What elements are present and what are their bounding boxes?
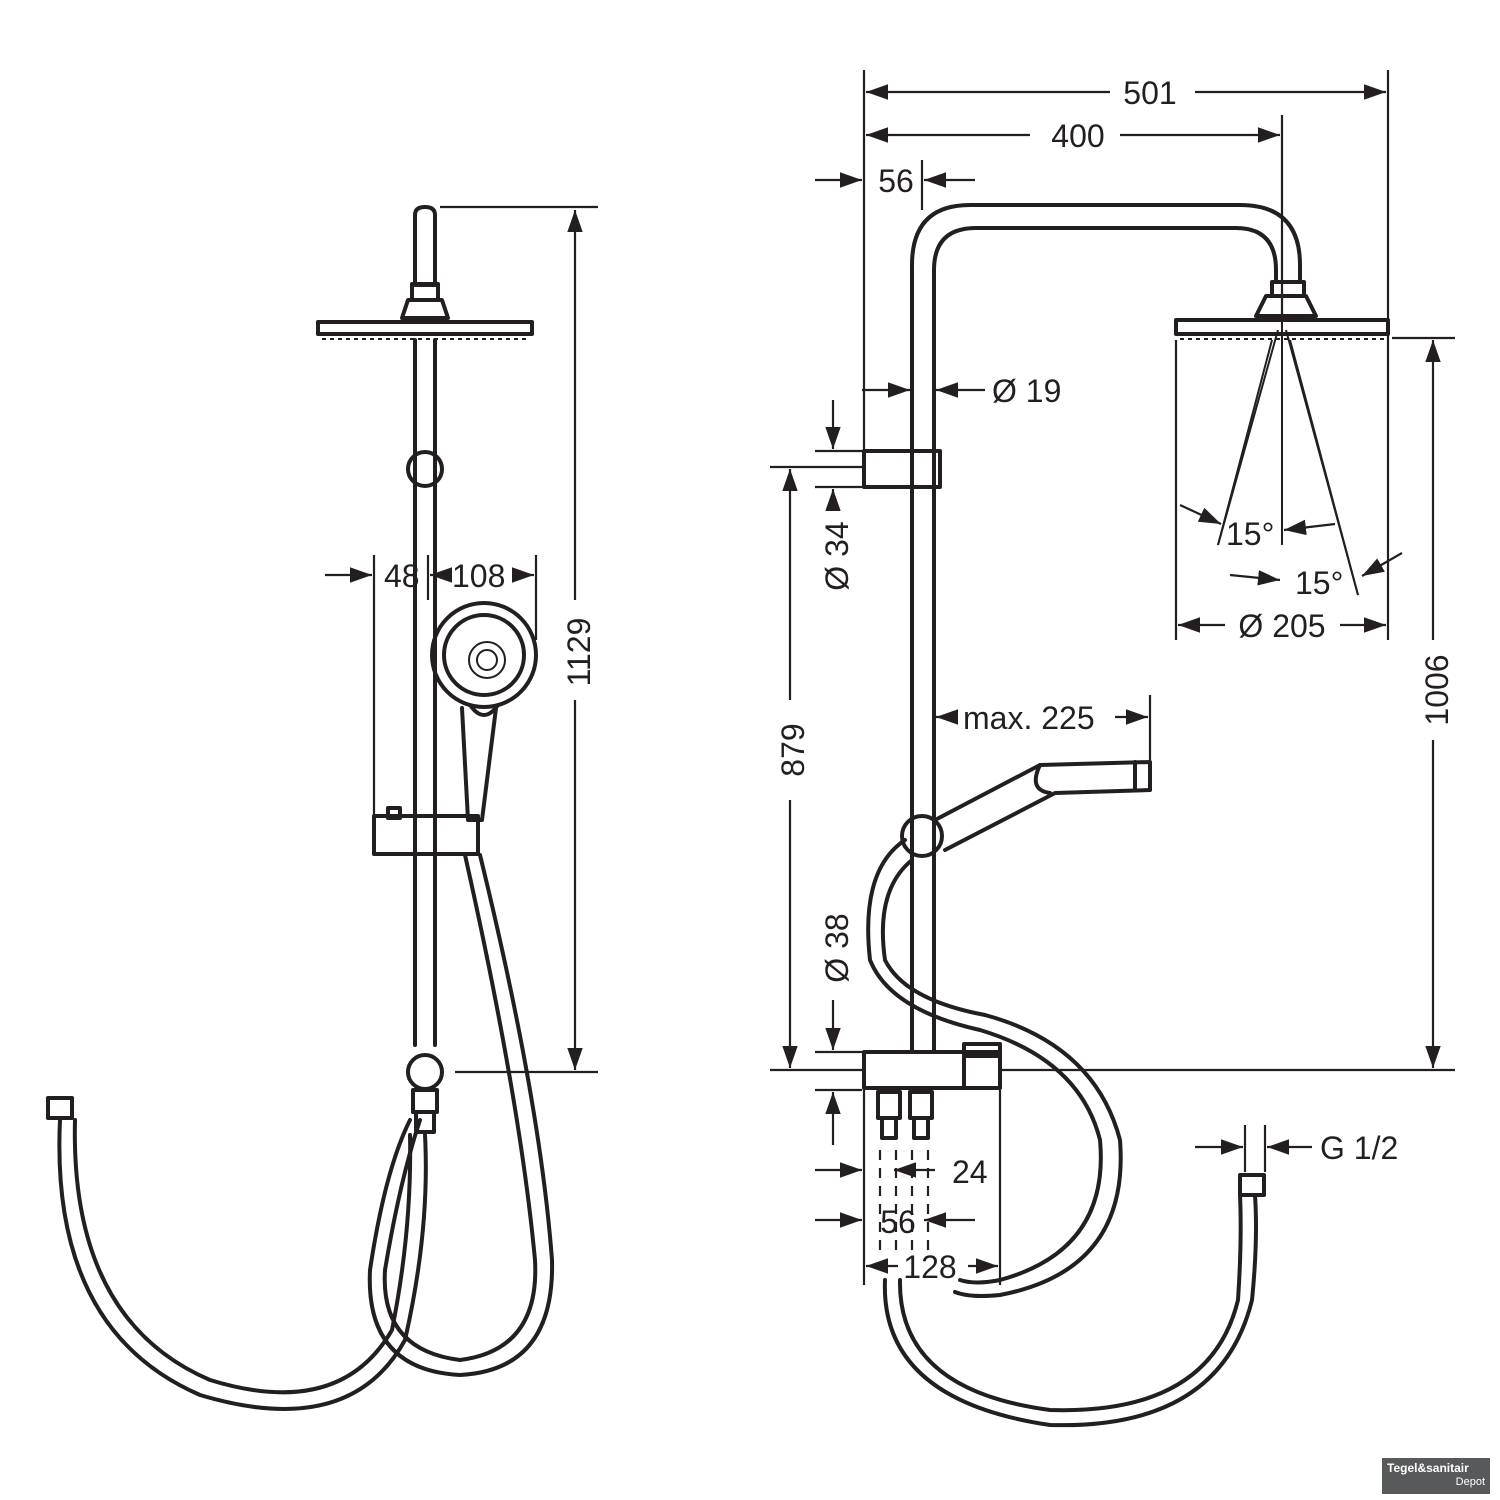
front-connector-right	[908, 1090, 934, 1120]
dim-56-bottom: 56	[880, 1204, 916, 1240]
side-handshower-face	[430, 601, 538, 709]
dim-205: Ø 205	[1238, 608, 1325, 644]
side-long-hose	[57, 1118, 428, 1411]
front-view: 501 400 56 Ø 19 Ø 34 879 Ø 38	[770, 70, 1455, 1428]
side-knob	[406, 450, 444, 488]
side-hose-inner	[382, 853, 538, 1362]
front-arm-outer	[910, 203, 1302, 1052]
front-upper-slider	[862, 449, 942, 489]
logo-line-1: Tegel&sanitair	[1387, 1461, 1469, 1475]
front-long-hose	[882, 1193, 1258, 1428]
dim-501: 501	[1123, 75, 1176, 111]
side-view: 1129 48 108	[46, 205, 598, 1411]
dim-108: 108	[452, 558, 505, 594]
front-connector-left	[876, 1090, 902, 1120]
side-handshower-handle	[460, 706, 498, 822]
dim-128: 128	[903, 1249, 956, 1285]
side-riser-top	[413, 205, 437, 287]
dim-15-a: 15°	[1226, 516, 1274, 552]
front-holder-knob	[900, 814, 944, 858]
side-bottom-knob	[406, 1053, 444, 1091]
side-slider	[372, 814, 480, 856]
dim-34: Ø 34	[819, 521, 855, 590]
front-hose	[866, 838, 1103, 1285]
side-hose-end	[46, 1096, 74, 1120]
dim-1129: 1129	[561, 618, 597, 687]
dim-g-half: G 1/2	[1320, 1130, 1398, 1166]
dim-400: 400	[1051, 118, 1104, 154]
dim-38: Ø 38	[819, 913, 855, 982]
front-hose-end	[1238, 1173, 1266, 1197]
dim-1006: 1006	[1419, 654, 1455, 725]
front-arm-inner	[932, 226, 1278, 1052]
dim-24: 24	[952, 1154, 988, 1190]
dim-19: Ø 19	[992, 373, 1061, 409]
dim-max-225: max. 225	[963, 700, 1095, 736]
side-head-connector	[400, 298, 450, 320]
dim-879: 879	[775, 723, 811, 776]
dim-56-top: 56	[878, 163, 914, 199]
dim-48: 48	[384, 558, 420, 594]
side-rain-head	[316, 320, 534, 336]
logo-line-2: Depot	[1455, 1476, 1485, 1488]
front-handshower	[933, 760, 1152, 852]
dim-15-b: 15°	[1295, 565, 1343, 601]
brand-logo: Tegel&sanitair Depot	[1382, 1458, 1490, 1494]
